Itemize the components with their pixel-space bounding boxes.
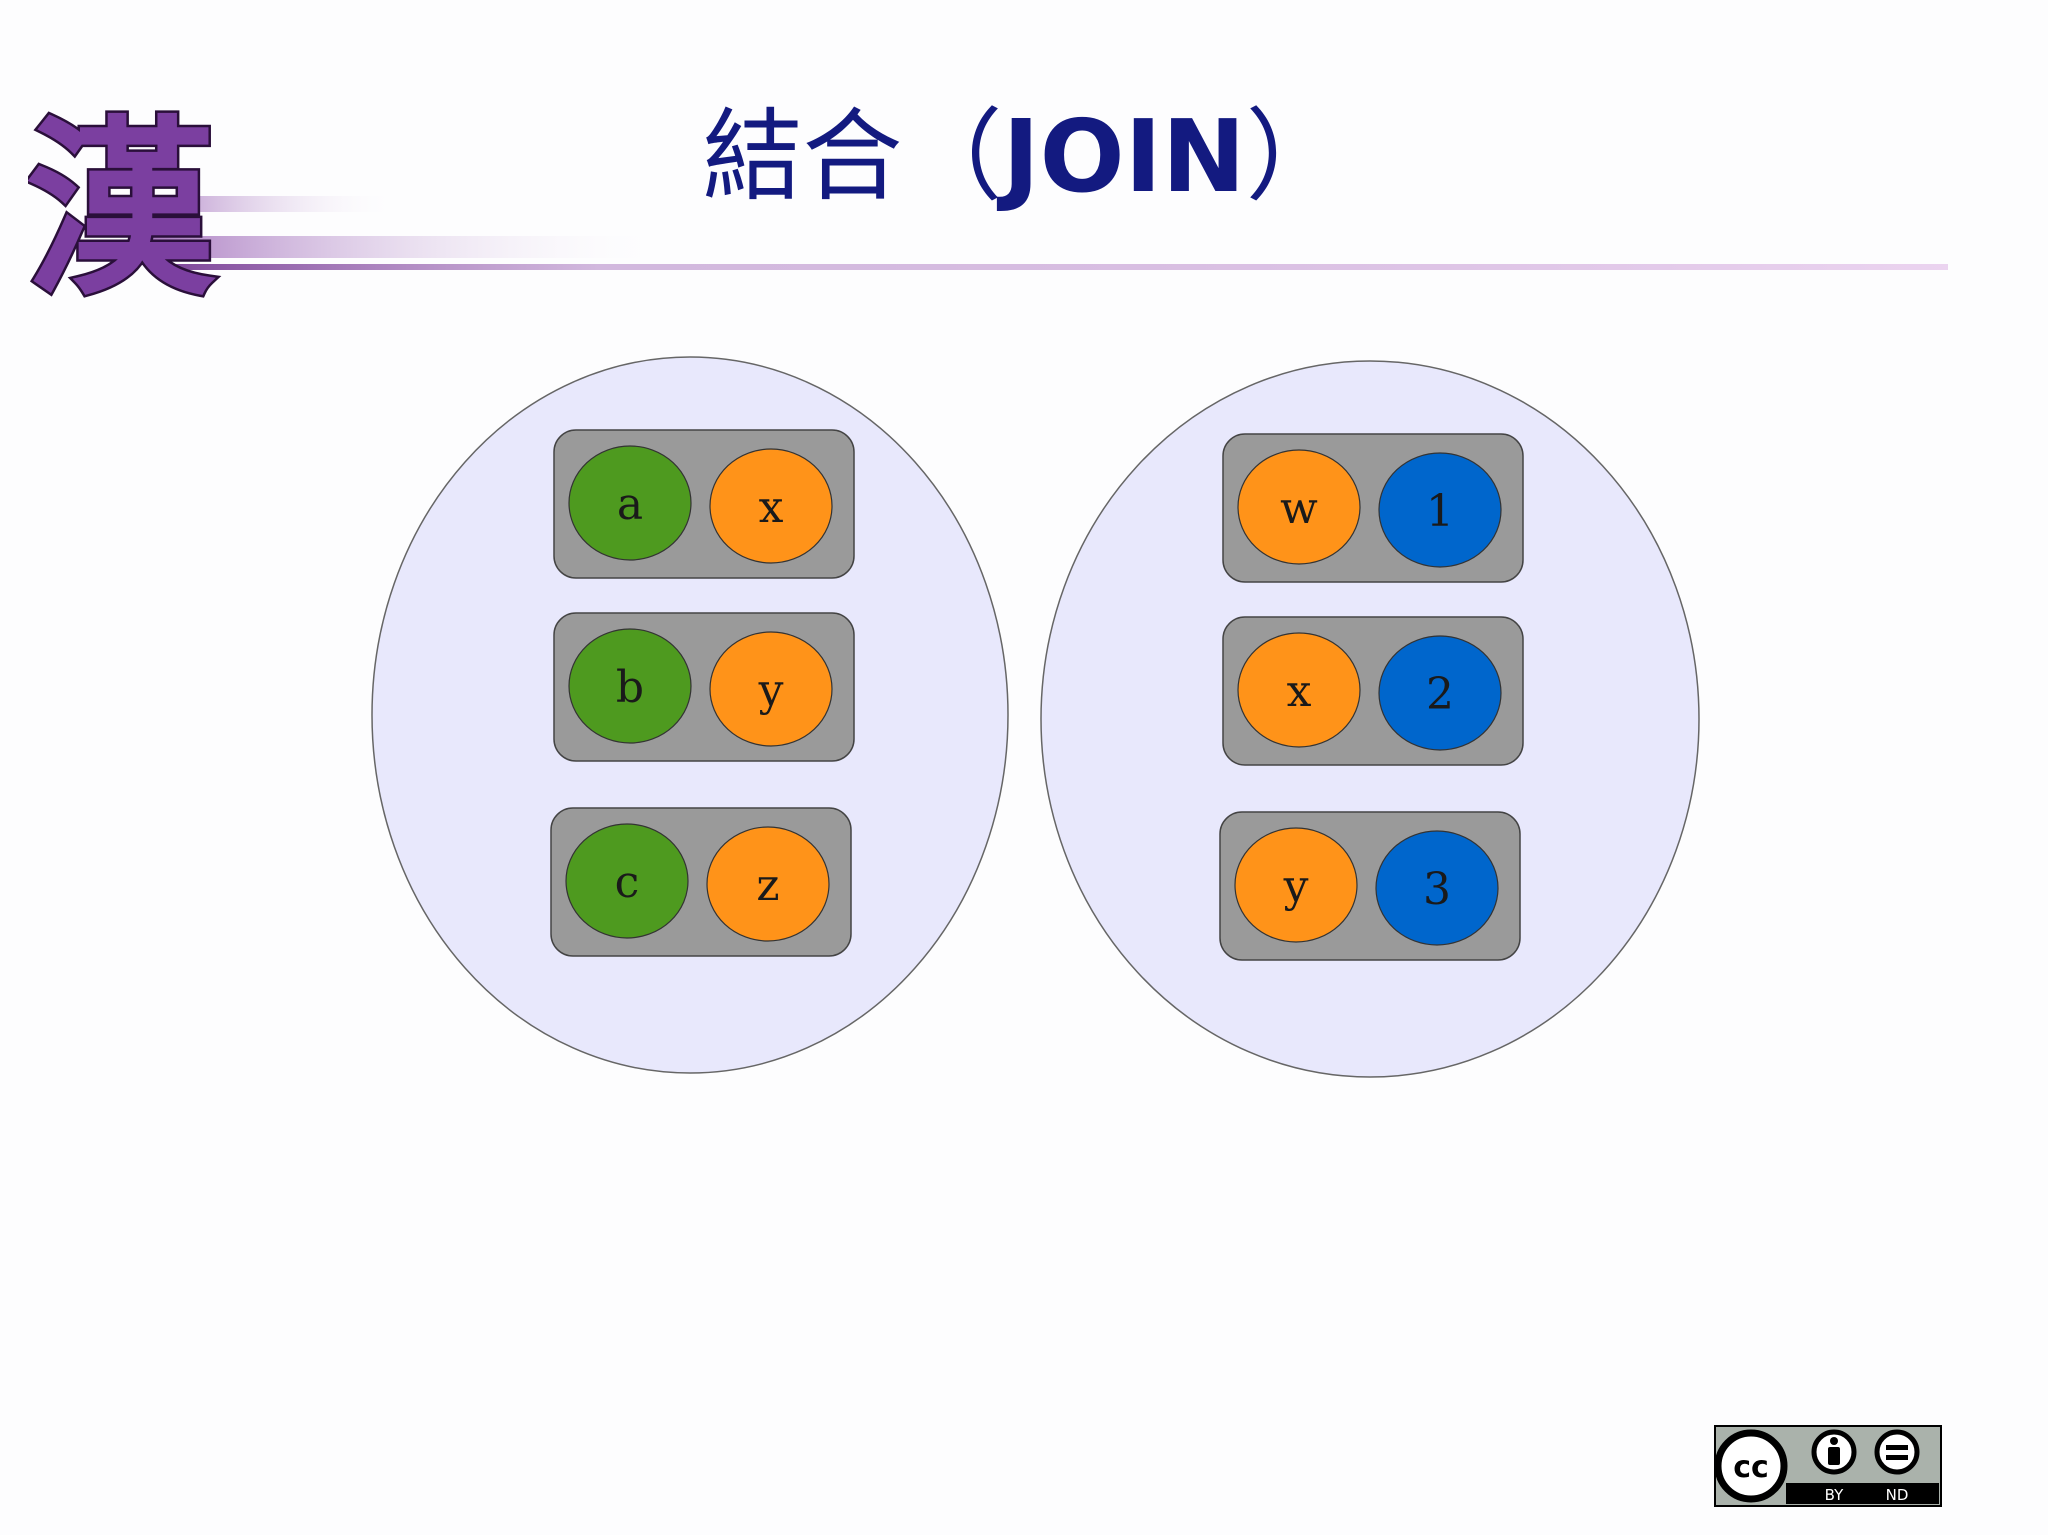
attr-circle-b xyxy=(1375,830,1499,946)
swoosh-line xyxy=(148,264,1948,270)
cc-by-nd-badge-icon[interactable]: cc BY ND xyxy=(1714,1425,1942,1507)
attr-circle-b xyxy=(706,826,830,942)
attr-circle-b xyxy=(709,631,833,747)
tuple-row: c z xyxy=(550,807,852,957)
left-relation-set: a x b y c z xyxy=(371,356,1009,1074)
title-open-paren: （ xyxy=(902,98,1003,215)
attr-circle-a xyxy=(1237,632,1361,748)
attr-label-a: w xyxy=(1280,483,1318,534)
attr-label-a: b xyxy=(616,662,644,713)
attr-circle-a xyxy=(568,445,692,561)
attr-circle-b xyxy=(1378,452,1502,568)
tuple-row: a x xyxy=(553,429,855,579)
page-title: 結合（JOIN） xyxy=(0,92,2048,222)
cc-text: cc xyxy=(1733,1450,1769,1485)
kanji-logo: 漢 xyxy=(28,96,1948,306)
attr-label-a: x xyxy=(1287,666,1312,717)
attr-label-a: a xyxy=(617,479,643,530)
tuple-row: b y xyxy=(553,612,855,762)
no-derivatives-icon xyxy=(1874,1429,1920,1475)
title-keyword: JOIN xyxy=(1002,98,1246,215)
attr-label-a: c xyxy=(615,857,640,908)
attr-circle-a xyxy=(1237,449,1361,565)
attr-label-b: x xyxy=(759,482,784,533)
attr-label-b: z xyxy=(756,860,779,911)
attr-label-b: 1 xyxy=(1426,486,1454,537)
tuple-row: y 3 xyxy=(1219,811,1521,961)
attribution-icon xyxy=(1811,1429,1857,1475)
cc-nd-text: ND xyxy=(1886,1486,1909,1504)
tuple-row: w 1 xyxy=(1222,433,1524,583)
title-prefix: 結合 xyxy=(702,98,903,215)
attr-label-a: y xyxy=(1283,861,1309,912)
attr-circle-b xyxy=(709,448,833,564)
logo-glyph: 漢 xyxy=(28,98,216,306)
attr-circle-a xyxy=(565,823,689,939)
cc-circle-icon xyxy=(1714,1429,1788,1503)
attr-label-b: y xyxy=(758,665,784,716)
right-relation-set: w 1 x 2 y 3 xyxy=(1040,360,1700,1078)
title-close-paren: ） xyxy=(1245,98,1346,215)
attr-circle-a xyxy=(568,628,692,744)
attr-circle-a xyxy=(1234,827,1358,943)
attr-label-b: 2 xyxy=(1426,669,1454,720)
swoosh-streak xyxy=(138,196,398,212)
tuple-row: x 2 xyxy=(1222,616,1524,766)
swoosh-streak-2 xyxy=(148,236,668,258)
attr-circle-b xyxy=(1378,635,1502,751)
attr-label-b: 3 xyxy=(1423,864,1451,915)
cc-by-text: BY xyxy=(1825,1486,1844,1504)
badge-dark-band xyxy=(1786,1483,1939,1504)
